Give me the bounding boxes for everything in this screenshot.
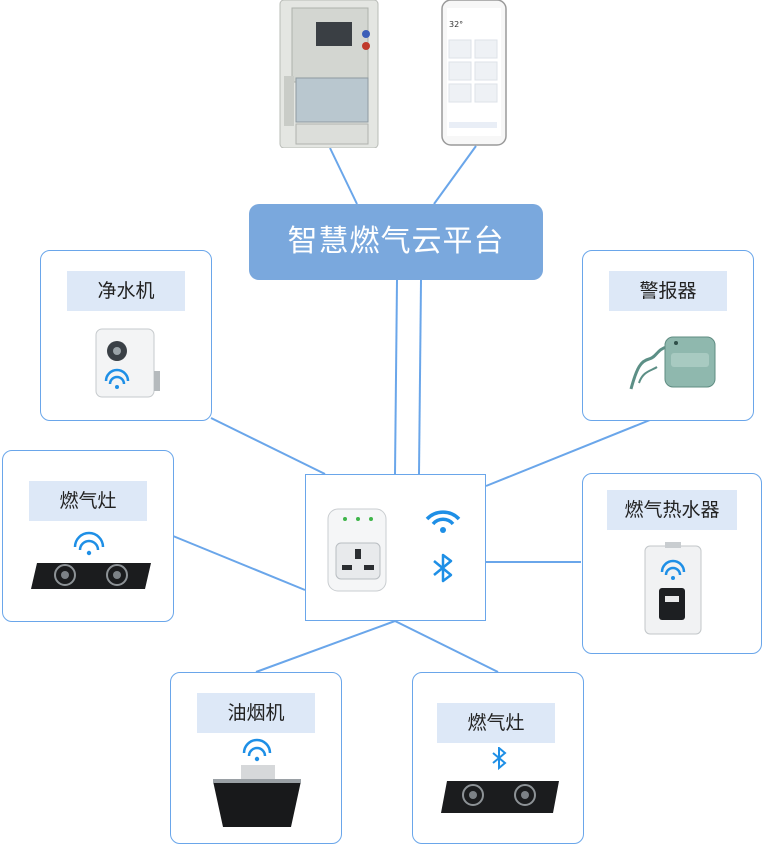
- label-alarm: 警报器: [609, 271, 727, 311]
- card-gas-water-heater: 燃气热水器: [582, 473, 762, 654]
- bluetooth-icon: [492, 745, 507, 771]
- smart-gas-cloud-platform: 智慧燃气云平台: [249, 204, 543, 280]
- label-gas-stove-bottom: 燃气灶: [437, 703, 555, 743]
- line-stove2-hub: [394, 620, 499, 673]
- wifi-icon: [104, 368, 130, 382]
- label-water-purifier: 净水机: [67, 271, 185, 311]
- range-hood-image: [211, 735, 307, 835]
- wifi-icon: [242, 738, 272, 754]
- water-purifier-image: [95, 327, 163, 405]
- wifi-icon: [660, 559, 686, 573]
- line-stove-hub: [172, 535, 306, 591]
- card-water-purifier: 净水机: [40, 250, 212, 421]
- smart-socket-hub: [305, 474, 486, 621]
- phone-temp: 32°: [449, 20, 463, 29]
- label-gas-stove-left: 燃气灶: [29, 481, 147, 521]
- card-gas-stove-bottom: 燃气灶: [412, 672, 584, 844]
- wifi-icon: [424, 507, 462, 539]
- label-gas-water-heater: 燃气热水器: [607, 490, 737, 530]
- card-range-hood: 油烟机: [170, 672, 342, 844]
- alarm-image: [627, 331, 723, 399]
- gas-water-heater-image: [641, 542, 705, 642]
- smart-socket: [324, 505, 392, 599]
- bluetooth-icon: [430, 553, 456, 587]
- line-phone-platform: [433, 145, 477, 205]
- label-range-hood: 油烟机: [197, 693, 315, 733]
- card-gas-stove-left: 燃气灶: [2, 450, 174, 622]
- gas-meter: [278, 0, 381, 149]
- smartphone: 32°: [441, 0, 507, 146]
- line-hood-hub: [255, 620, 396, 673]
- line-platform-hub-a: [394, 279, 398, 475]
- line-alarm-hub: [485, 419, 651, 487]
- gas-stove-bottom-image: [439, 745, 563, 821]
- line-meter-platform: [329, 147, 358, 205]
- line-purifier-hub: [210, 417, 326, 475]
- card-alarm: 警报器: [582, 250, 754, 421]
- gas-stove-left-image: [29, 529, 155, 599]
- line-platform-hub-b: [418, 279, 422, 475]
- wifi-icon: [73, 531, 105, 548]
